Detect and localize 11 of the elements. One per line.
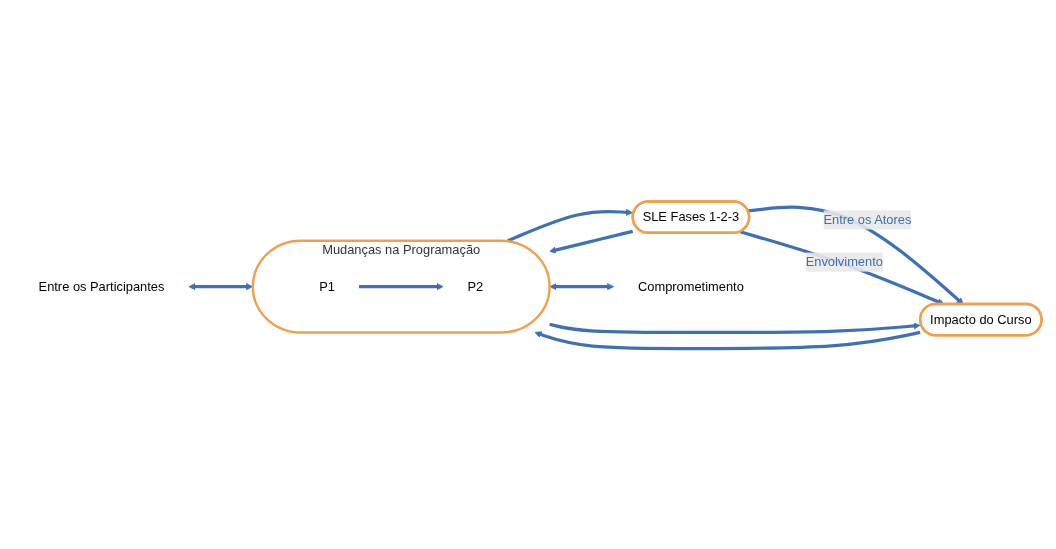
node-text: P1 bbox=[319, 278, 335, 293]
arrow bbox=[549, 229, 634, 253]
node-text: Comprometimento bbox=[638, 278, 744, 293]
edge-label: Entre os Atores bbox=[823, 212, 912, 226]
arrow bbox=[549, 321, 921, 334]
arrow bbox=[534, 330, 921, 350]
node-text: Entre os Participantes bbox=[38, 278, 165, 293]
arrow bbox=[549, 282, 615, 290]
node-text: P2 bbox=[467, 278, 484, 293]
arrow bbox=[359, 282, 444, 290]
edge-label: Envolvimento bbox=[805, 254, 883, 268]
